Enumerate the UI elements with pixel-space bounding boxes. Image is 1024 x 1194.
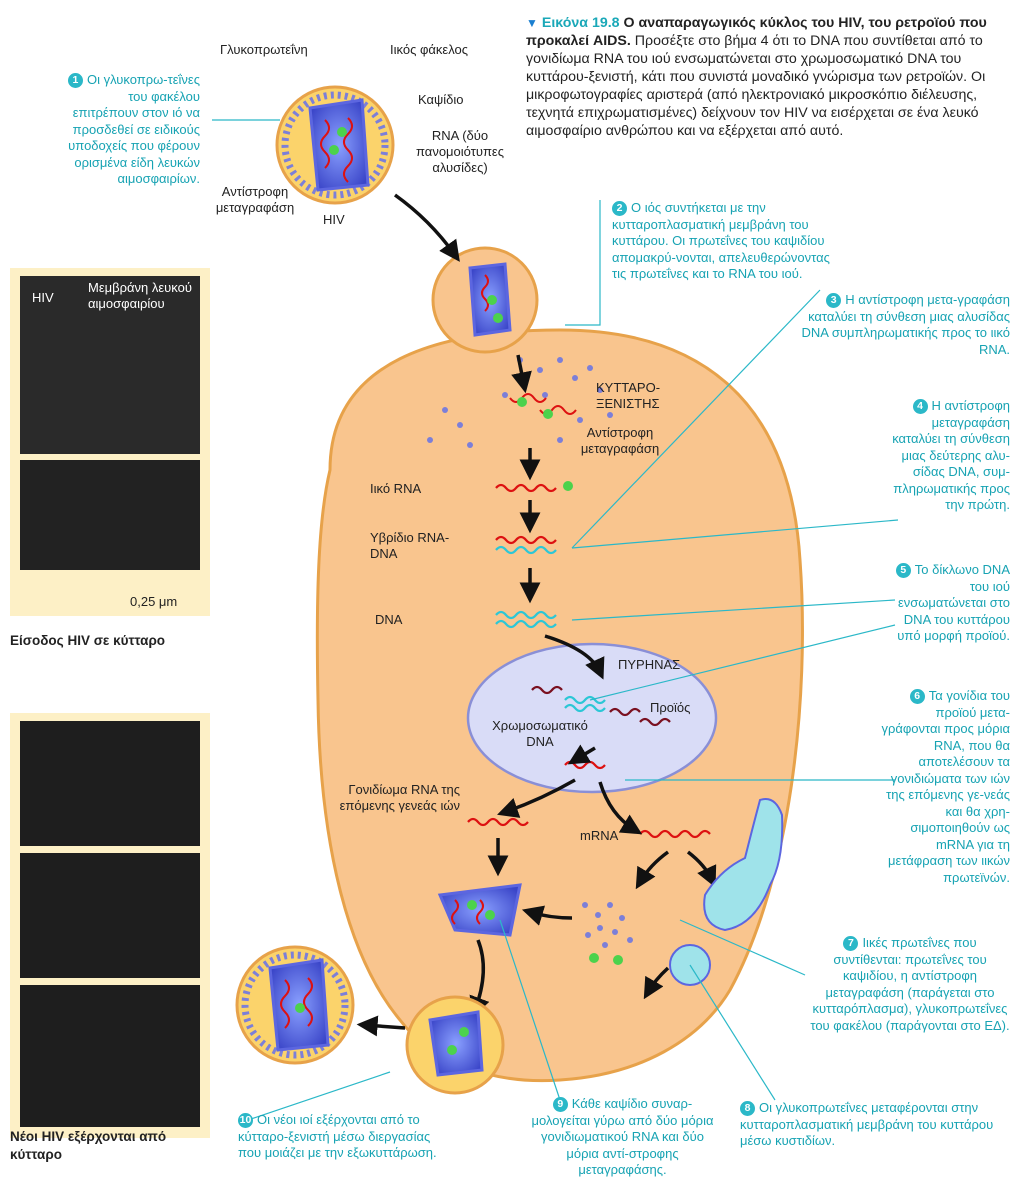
label-envelope: Ιικός φάκελος	[390, 42, 468, 57]
label-rt: Αντίστροφη μεταγραφάση	[215, 184, 295, 215]
entry-micrograph-2	[20, 460, 200, 570]
label-host-cell: ΚΥΤΤΑΡΟ-ΞΕΝΙΣΤΗΣ	[596, 380, 661, 411]
label-hiv: HIV	[323, 212, 345, 227]
viral-rna-strand	[495, 483, 557, 493]
step-text: Οι γλυκοπρω-τεΐνες του φακέλου επιτρέπου…	[68, 72, 200, 186]
figure-text: Προσέξτε στο βήμα 4 ότι το DNA που συντί…	[526, 33, 986, 139]
label-reverse-transcriptase: Αντίστροφη μεταγραφάση	[580, 425, 660, 456]
step-number: 4	[912, 399, 928, 414]
provirus-strand	[564, 695, 606, 705]
new-proteins	[582, 902, 633, 948]
step-number: 10	[238, 1113, 253, 1128]
step-number: 5	[895, 563, 911, 578]
figure-number: Εικόνα 19.8	[541, 15, 620, 31]
exit-micrograph-1	[20, 721, 200, 846]
scale-bar-label: 0,25 μm	[130, 594, 178, 609]
step-text: Η αντίστροφη μετα-γραφάση καταλύει τη σύ…	[801, 292, 1010, 357]
caption-triangle-icon: ▼	[526, 16, 538, 30]
leader-lines	[212, 119, 899, 1121]
step-number: 7	[843, 936, 859, 951]
step-text: Ο ιός συντήκεται με την κυτταροπλασματικ…	[612, 200, 830, 281]
photo-hiv-label: HIV	[32, 290, 54, 305]
label-hybrid: Υβρίδιο RNA-DNA	[370, 530, 450, 561]
exit-photo-caption: Νέοι HIV εξέρχονται από κύτταρο	[10, 1129, 167, 1162]
step-number: 8	[740, 1101, 755, 1116]
ds-dna-1	[495, 610, 557, 620]
step-number: 1	[67, 73, 83, 88]
nucleus	[466, 642, 718, 794]
genome-rna-strand	[467, 817, 529, 827]
hybrid-rna	[495, 535, 557, 545]
exit-photo-panel	[10, 713, 210, 1138]
label-nucleus: ΠΥΡΗΝΑΣ	[618, 657, 681, 672]
step-text: Η αντίστροφη μεταγραφάση καταλύει τη σύν…	[892, 398, 1010, 512]
entry-photo-panel: HIV Μεμβράνη λευκού αιμοσφαιρίου 0,25 μm	[10, 268, 210, 616]
step-text: Κάθε καψίδιο συναρ-μολογείται γύρω από δ…	[531, 1096, 714, 1177]
er-vesicle	[703, 798, 784, 932]
exit-micrograph-2	[20, 853, 200, 978]
hybrid-dna	[495, 545, 557, 555]
label-provirus: Προϊός	[650, 700, 691, 715]
entry-photo-caption: Είσοδος HIV σε κύτταρο	[10, 633, 166, 648]
mrna-strand	[639, 829, 711, 839]
exit-micrograph-3	[20, 985, 200, 1127]
step-number: 3	[826, 293, 842, 308]
virion-top	[275, 85, 395, 205]
label-capsid: Καψίδιο	[418, 92, 464, 107]
label-genome-rna: Γονιδίωμα RNA της επόμενης γενεάς ιών	[339, 782, 460, 813]
label-rna: RNA (δύο πανομοιότυπες αλυσίδες)	[416, 128, 504, 175]
step-text: Οι νέοι ιοί εξέρχονται από το κύτταρο-ξε…	[238, 1112, 437, 1160]
label-glycoprotein: Γλυκοπρωτεΐνη	[220, 42, 308, 57]
step-text: Οι γλυκοπρωτεΐνες μεταφέρονται στην κυττ…	[740, 1100, 994, 1148]
figure-caption: ▼Εικόνα 19.8 Ο αναπαραγωγικός κύκλος του…	[526, 14, 996, 140]
step-text: Τα γονίδια του προϊού μετα-γράφονται προ…	[881, 688, 1010, 885]
released-rna	[509, 393, 547, 403]
entry-micrograph-1	[20, 276, 200, 454]
virion-entering	[468, 262, 512, 337]
step-text: Το δίκλωνο DNA του ιού ενσωματώνεται στο…	[897, 562, 1010, 643]
label-dna: DNA	[375, 612, 403, 627]
virion-released	[235, 945, 355, 1065]
ds-dna-2	[495, 619, 557, 629]
label-mrna: mRNA	[580, 828, 619, 843]
step-number: 6	[909, 689, 925, 704]
figure-title: Ο αναπαραγωγικός κύκλος του HIV, του ρετ…	[526, 15, 987, 49]
label-chromosomal-dna: Χρωμοσωματικό DNA	[492, 718, 588, 749]
assembling-capsid	[437, 883, 522, 937]
step-text: Ιικές πρωτεΐνες που συντίθενται: πρωτεΐν…	[810, 935, 1010, 1033]
label-viral-rna: Ιικό RNA	[370, 481, 422, 496]
step-number: 2	[612, 201, 627, 216]
photo-membrane-label: Μεμβράνη λευκού αιμοσφαιρίου	[88, 280, 192, 311]
step-number: 9	[552, 1097, 568, 1112]
